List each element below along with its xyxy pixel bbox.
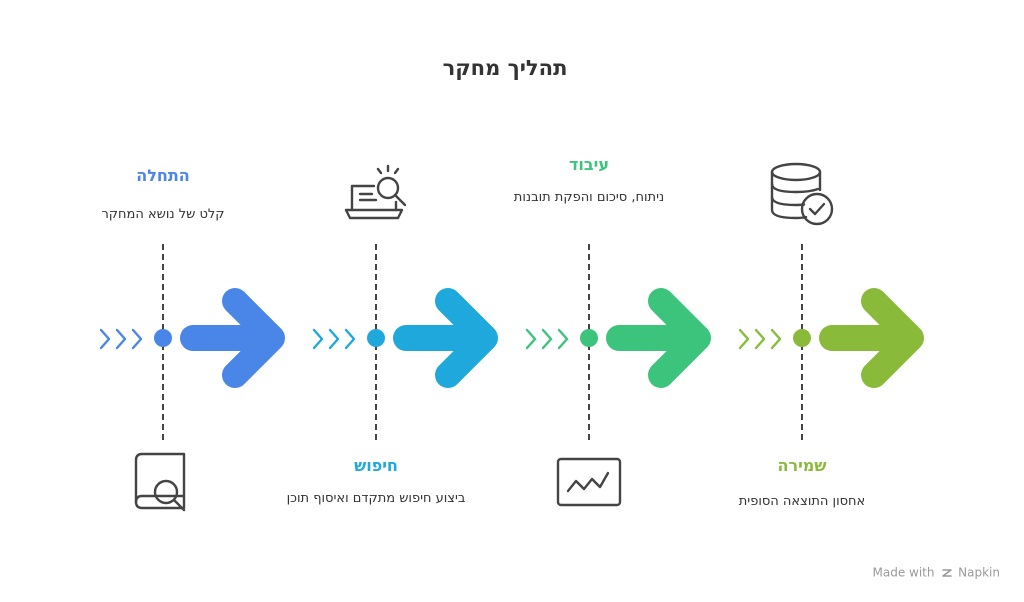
stage-desc-process: ניתוח, סיכום והפקת תובנות: [513, 190, 665, 205]
napkin-logo-icon: [942, 568, 953, 577]
chevrons-save: [738, 328, 782, 350]
stage-title-process: עיבוד: [568, 155, 610, 174]
database-check-icon: [770, 162, 834, 226]
arrow-start: [180, 288, 285, 388]
laptop-search-icon: [344, 164, 407, 220]
chevrons-process: [525, 328, 569, 350]
chevrons-search: [312, 328, 356, 350]
footer-made-with: Made with: [872, 565, 935, 580]
stage-dot-save: [793, 329, 811, 347]
footer-watermark: Made with Napkin: [873, 565, 1000, 580]
chart-line-icon: [556, 457, 622, 507]
arrow-search: [393, 288, 498, 388]
stage-title-search: חיפוש: [354, 456, 398, 475]
arrow-save: [819, 288, 924, 388]
stage-title-save: שמירה: [777, 456, 827, 475]
book-search-icon: [134, 452, 186, 512]
diagram-title: תהליך מחקר: [442, 56, 568, 80]
stage-desc-search: ביצוע חיפוש מתקדם ואיסוף תוכן: [286, 491, 466, 506]
footer-brand: Napkin: [958, 565, 1000, 580]
arrow-process: [606, 288, 711, 388]
stage-title-start: התחלה: [136, 166, 190, 185]
stage-dot-search: [367, 329, 385, 347]
stage-desc-save: אחסון התוצאה הסופית: [738, 494, 866, 509]
stage-dot-start: [154, 329, 172, 347]
stage-dot-process: [580, 329, 598, 347]
chevrons-start: [99, 328, 143, 350]
stage-desc-start: קלט של נושא המחקר: [101, 207, 225, 222]
